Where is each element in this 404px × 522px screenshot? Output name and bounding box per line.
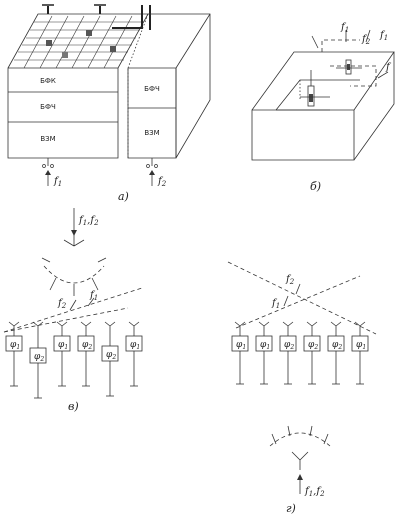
antenna-grid (14, 15, 144, 69)
panel-b: f1 f2 f1 f б) (251, 22, 395, 193)
array-element: φ1 (231, 321, 249, 385)
phase-label: φ2 (106, 350, 116, 361)
beam-g-2: f1 (271, 298, 280, 310)
panel-g: f2 f1 φ1 φ1 φ2 φ2 φ2 φ1 f1,f2 г) (227, 261, 377, 515)
array-element: φ2 (303, 321, 321, 385)
caption-a: а) (118, 190, 129, 203)
phase-label: φ2 (284, 340, 294, 351)
input-left: f1 (42, 158, 62, 188)
array-element: φ1 (53, 321, 71, 387)
input-right: f2 (146, 158, 167, 188)
array-element: φ1 (255, 321, 273, 385)
block-label-right-1: БФЧ (144, 85, 160, 93)
phase-label: φ2 (308, 340, 318, 351)
input-right-label: f2 (157, 176, 167, 188)
phase-label: φ1 (236, 340, 246, 351)
label-b-0: f1 (340, 22, 349, 34)
radiator-2 (336, 59, 362, 75)
beam-v-1: f2 (57, 298, 67, 310)
block-label-right-2: ВЗМ (144, 129, 159, 137)
phase-label: φ1 (58, 340, 68, 351)
array-element: φ2 (77, 321, 95, 387)
phase-row-g: φ1 φ1 φ2 φ2 φ2 φ1 (231, 321, 369, 385)
beam-v-2: f1 (89, 290, 98, 302)
phase-label: φ1 (130, 340, 140, 351)
array-element: φ1 (351, 321, 369, 385)
phase-label: φ1 (10, 340, 20, 351)
panel-a: БФК БФЧ ВЗМ БФЧ ВЗМ f1 (7, 4, 211, 203)
array-element: φ2 (327, 321, 345, 385)
label-b-3: f (385, 62, 392, 73)
phase-label: φ2 (332, 340, 342, 351)
array-element: φ2 (279, 321, 297, 385)
beam-g-1: f2 (285, 274, 295, 286)
phase-label: φ2 (34, 352, 44, 363)
array-element: φ2 (29, 321, 47, 399)
caption-v: в) (68, 400, 79, 413)
phase-label: φ1 (356, 340, 366, 351)
panel-v: f1,f2 f2 f1 φ1 φ2 φ1 φ2 φ2 φ1 в) (3, 208, 143, 413)
array-element: φ1 (125, 321, 143, 387)
block-label-left-1: БФК (40, 77, 56, 85)
module-left: БФК БФЧ ВЗМ (7, 4, 151, 159)
input-g-label: f1,f2 (304, 486, 325, 498)
phase-label: φ2 (82, 340, 92, 351)
array-element: φ1 (5, 321, 23, 387)
input-left-label: f1 (53, 176, 62, 188)
label-b-1: f2 (361, 34, 371, 46)
module-right: БФЧ ВЗМ (127, 13, 211, 159)
caption-b: б) (310, 180, 321, 193)
array-element: φ2 (101, 321, 119, 397)
caption-g: г) (286, 502, 296, 515)
block-label-left-2: БФЧ (40, 103, 56, 111)
phase-row-v: φ1 φ2 φ1 φ2 φ2 φ1 (5, 321, 143, 399)
phase-label: φ1 (260, 340, 270, 351)
input-v-label: f1,f2 (78, 215, 99, 227)
label-b-2: f1 (379, 30, 388, 42)
block-label-left-3: ВЗМ (40, 135, 55, 143)
radiator (300, 70, 330, 107)
